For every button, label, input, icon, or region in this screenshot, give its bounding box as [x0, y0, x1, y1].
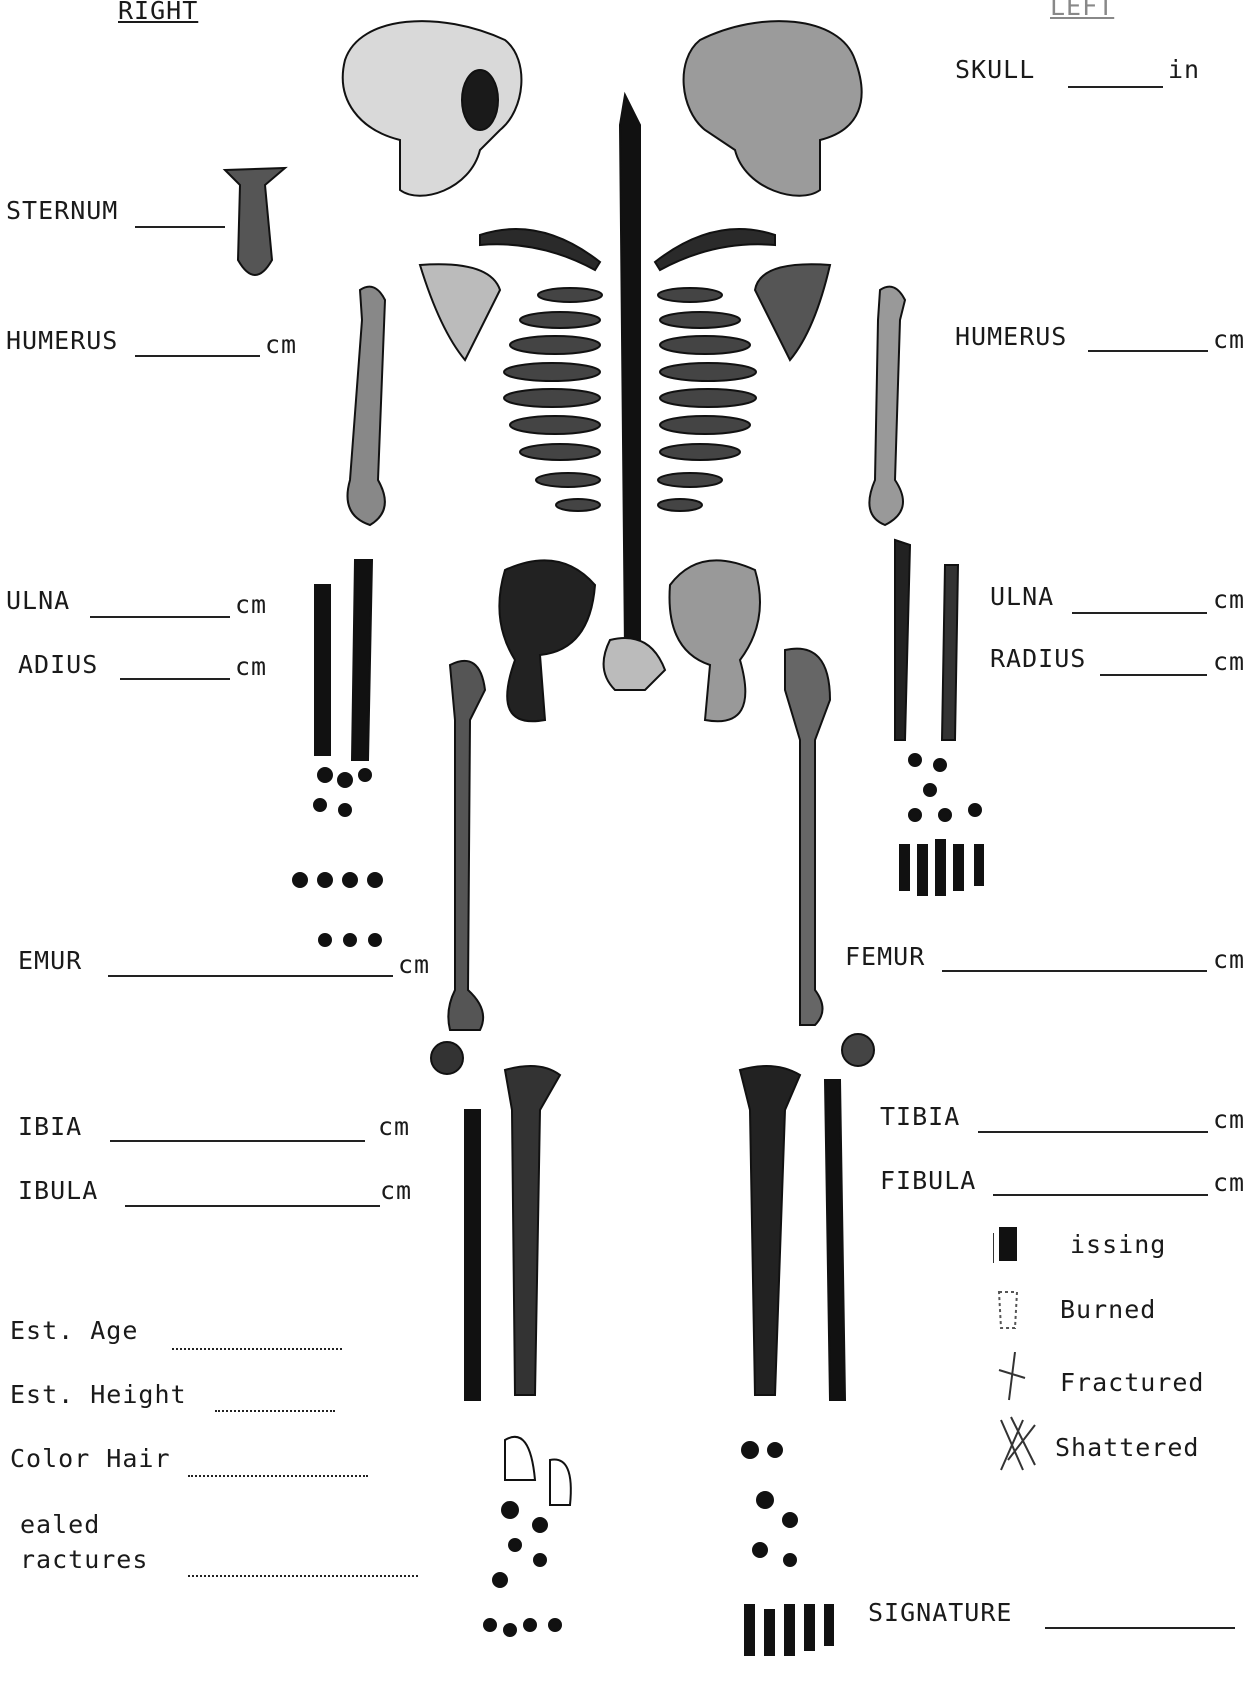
- left-side-header: LEFT: [1050, 0, 1114, 21]
- est-height-label: Est. Height: [10, 1380, 187, 1409]
- left-radius-unit: cm: [1213, 647, 1245, 676]
- est-age-field[interactable]: [172, 1348, 342, 1350]
- left-radius-label: RADIUS: [990, 644, 1086, 673]
- left-femur-label: FEMUR: [845, 942, 925, 971]
- right-humerus-label: HUMERUS: [6, 326, 118, 355]
- left-tibia-field[interactable]: [978, 1131, 1208, 1133]
- shattered-legend-icon: [993, 1415, 1043, 1475]
- fractured-legend-icon: [995, 1352, 1035, 1402]
- healed-fractures-label-1: ealed: [20, 1510, 100, 1539]
- left-ulna-field[interactable]: [1072, 612, 1207, 614]
- skull-label: SKULL: [955, 55, 1035, 84]
- signature-label: SIGNATURE: [868, 1598, 1012, 1627]
- right-fibula-unit: cm: [380, 1176, 412, 1205]
- missing-legend-label: issing: [1070, 1230, 1166, 1259]
- fractured-legend-label: Fractured: [1060, 1368, 1204, 1397]
- burned-legend-label: Burned: [1060, 1295, 1156, 1324]
- left-ulna-label: ULNA: [990, 582, 1054, 611]
- right-tibia-label: IBIA: [18, 1112, 82, 1141]
- sternum-field[interactable]: [135, 226, 225, 228]
- sternum-label: STERNUM: [6, 196, 118, 225]
- right-femur-label: EMUR: [18, 946, 82, 975]
- skull-field[interactable]: [1068, 86, 1163, 88]
- left-skull: [684, 21, 862, 196]
- burned-legend-icon: [993, 1290, 1023, 1330]
- right-femur-field[interactable]: [108, 975, 393, 977]
- left-fibula-unit: cm: [1213, 1168, 1245, 1197]
- right-ulna-unit: cm: [235, 590, 267, 619]
- right-radius-unit: cm: [235, 652, 267, 681]
- est-height-field[interactable]: [215, 1410, 335, 1412]
- right-ulna-label: ULNA: [6, 586, 70, 615]
- left-humerus-label: HUMERUS: [955, 322, 1067, 351]
- right-side-header: RIGHT: [118, 0, 198, 25]
- skull-unit: in: [1168, 55, 1200, 84]
- hair-color-field[interactable]: [188, 1475, 368, 1477]
- healed-fractures-field[interactable]: [188, 1575, 418, 1577]
- hair-color-label: Color Hair: [10, 1444, 171, 1473]
- left-femur-field[interactable]: [942, 970, 1207, 972]
- right-fibula-field[interactable]: [125, 1205, 380, 1207]
- left-humerus-unit: cm: [1213, 325, 1245, 354]
- left-tibia-unit: cm: [1213, 1105, 1245, 1134]
- right-fibula-label: IBULA: [18, 1176, 98, 1205]
- right-tibia-unit: cm: [378, 1112, 410, 1141]
- spine: [620, 95, 640, 650]
- right-radius-label: ADIUS: [18, 650, 98, 679]
- est-age-label: Est. Age: [10, 1316, 138, 1345]
- left-radius-field[interactable]: [1100, 674, 1207, 676]
- right-radius-field[interactable]: [120, 678, 230, 680]
- left-fibula-field[interactable]: [993, 1194, 1208, 1196]
- signature-field[interactable]: [1045, 1627, 1235, 1629]
- right-humerus-unit: cm: [265, 330, 297, 359]
- right-tibia-field[interactable]: [110, 1140, 365, 1142]
- sternum: [225, 168, 285, 275]
- shattered-legend-label: Shattered: [1055, 1433, 1199, 1462]
- right-humerus-field[interactable]: [135, 355, 260, 357]
- left-humerus-field[interactable]: [1088, 350, 1208, 352]
- healed-fractures-label-2: ractures: [20, 1545, 148, 1574]
- left-tibia-label: TIBIA: [880, 1102, 960, 1131]
- left-fibula-label: FIBULA: [880, 1166, 976, 1195]
- missing-legend-icon: [993, 1225, 1023, 1265]
- right-ulna-field[interactable]: [90, 616, 230, 618]
- right-femur-unit: cm: [398, 950, 430, 979]
- left-femur-unit: cm: [1213, 945, 1245, 974]
- left-ulna-unit: cm: [1213, 585, 1245, 614]
